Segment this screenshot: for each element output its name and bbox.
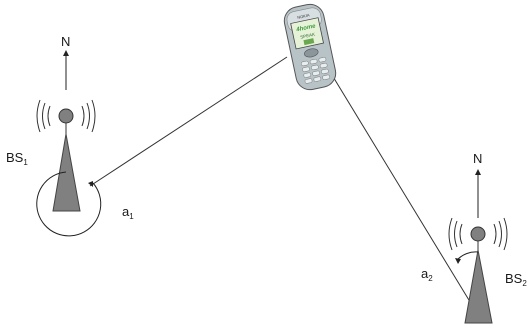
angle-arrow-1	[88, 181, 93, 187]
north-label-1: N	[61, 34, 70, 49]
mobile-phone-icon: NOKIA 4home SPEAK	[283, 3, 337, 91]
signal-line-bs2	[331, 74, 476, 311]
base-station-1: N BS1 a1	[6, 34, 134, 237]
tower-2	[464, 249, 493, 324]
radio-waves-2	[448, 217, 508, 251]
north-label-2: N	[473, 151, 482, 166]
antenna-head-2	[470, 226, 486, 242]
base-station-2: N a2 BS2	[421, 151, 527, 324]
radio-waves-1	[36, 99, 96, 133]
antenna-head-1	[58, 108, 74, 124]
angle-label-1: a1	[122, 204, 134, 221]
angle-label-2: a2	[421, 266, 433, 283]
bs1-label: BS1	[6, 150, 28, 167]
bs2-label: BS2	[505, 271, 527, 288]
angle-arrow-2	[455, 258, 461, 264]
phone-nav-key	[304, 48, 319, 58]
tower-1	[52, 133, 81, 212]
phone-screen-text: SPEAK	[300, 32, 316, 40]
phone-keypad	[301, 57, 330, 84]
signal-line-bs1	[89, 56, 288, 187]
phone-screen-logo: 4home	[295, 23, 317, 33]
angle-arc-1	[36, 171, 102, 237]
angle-arc-2	[456, 251, 479, 261]
phone-brand: NOKIA	[297, 12, 311, 20]
phone-screen	[290, 17, 324, 50]
